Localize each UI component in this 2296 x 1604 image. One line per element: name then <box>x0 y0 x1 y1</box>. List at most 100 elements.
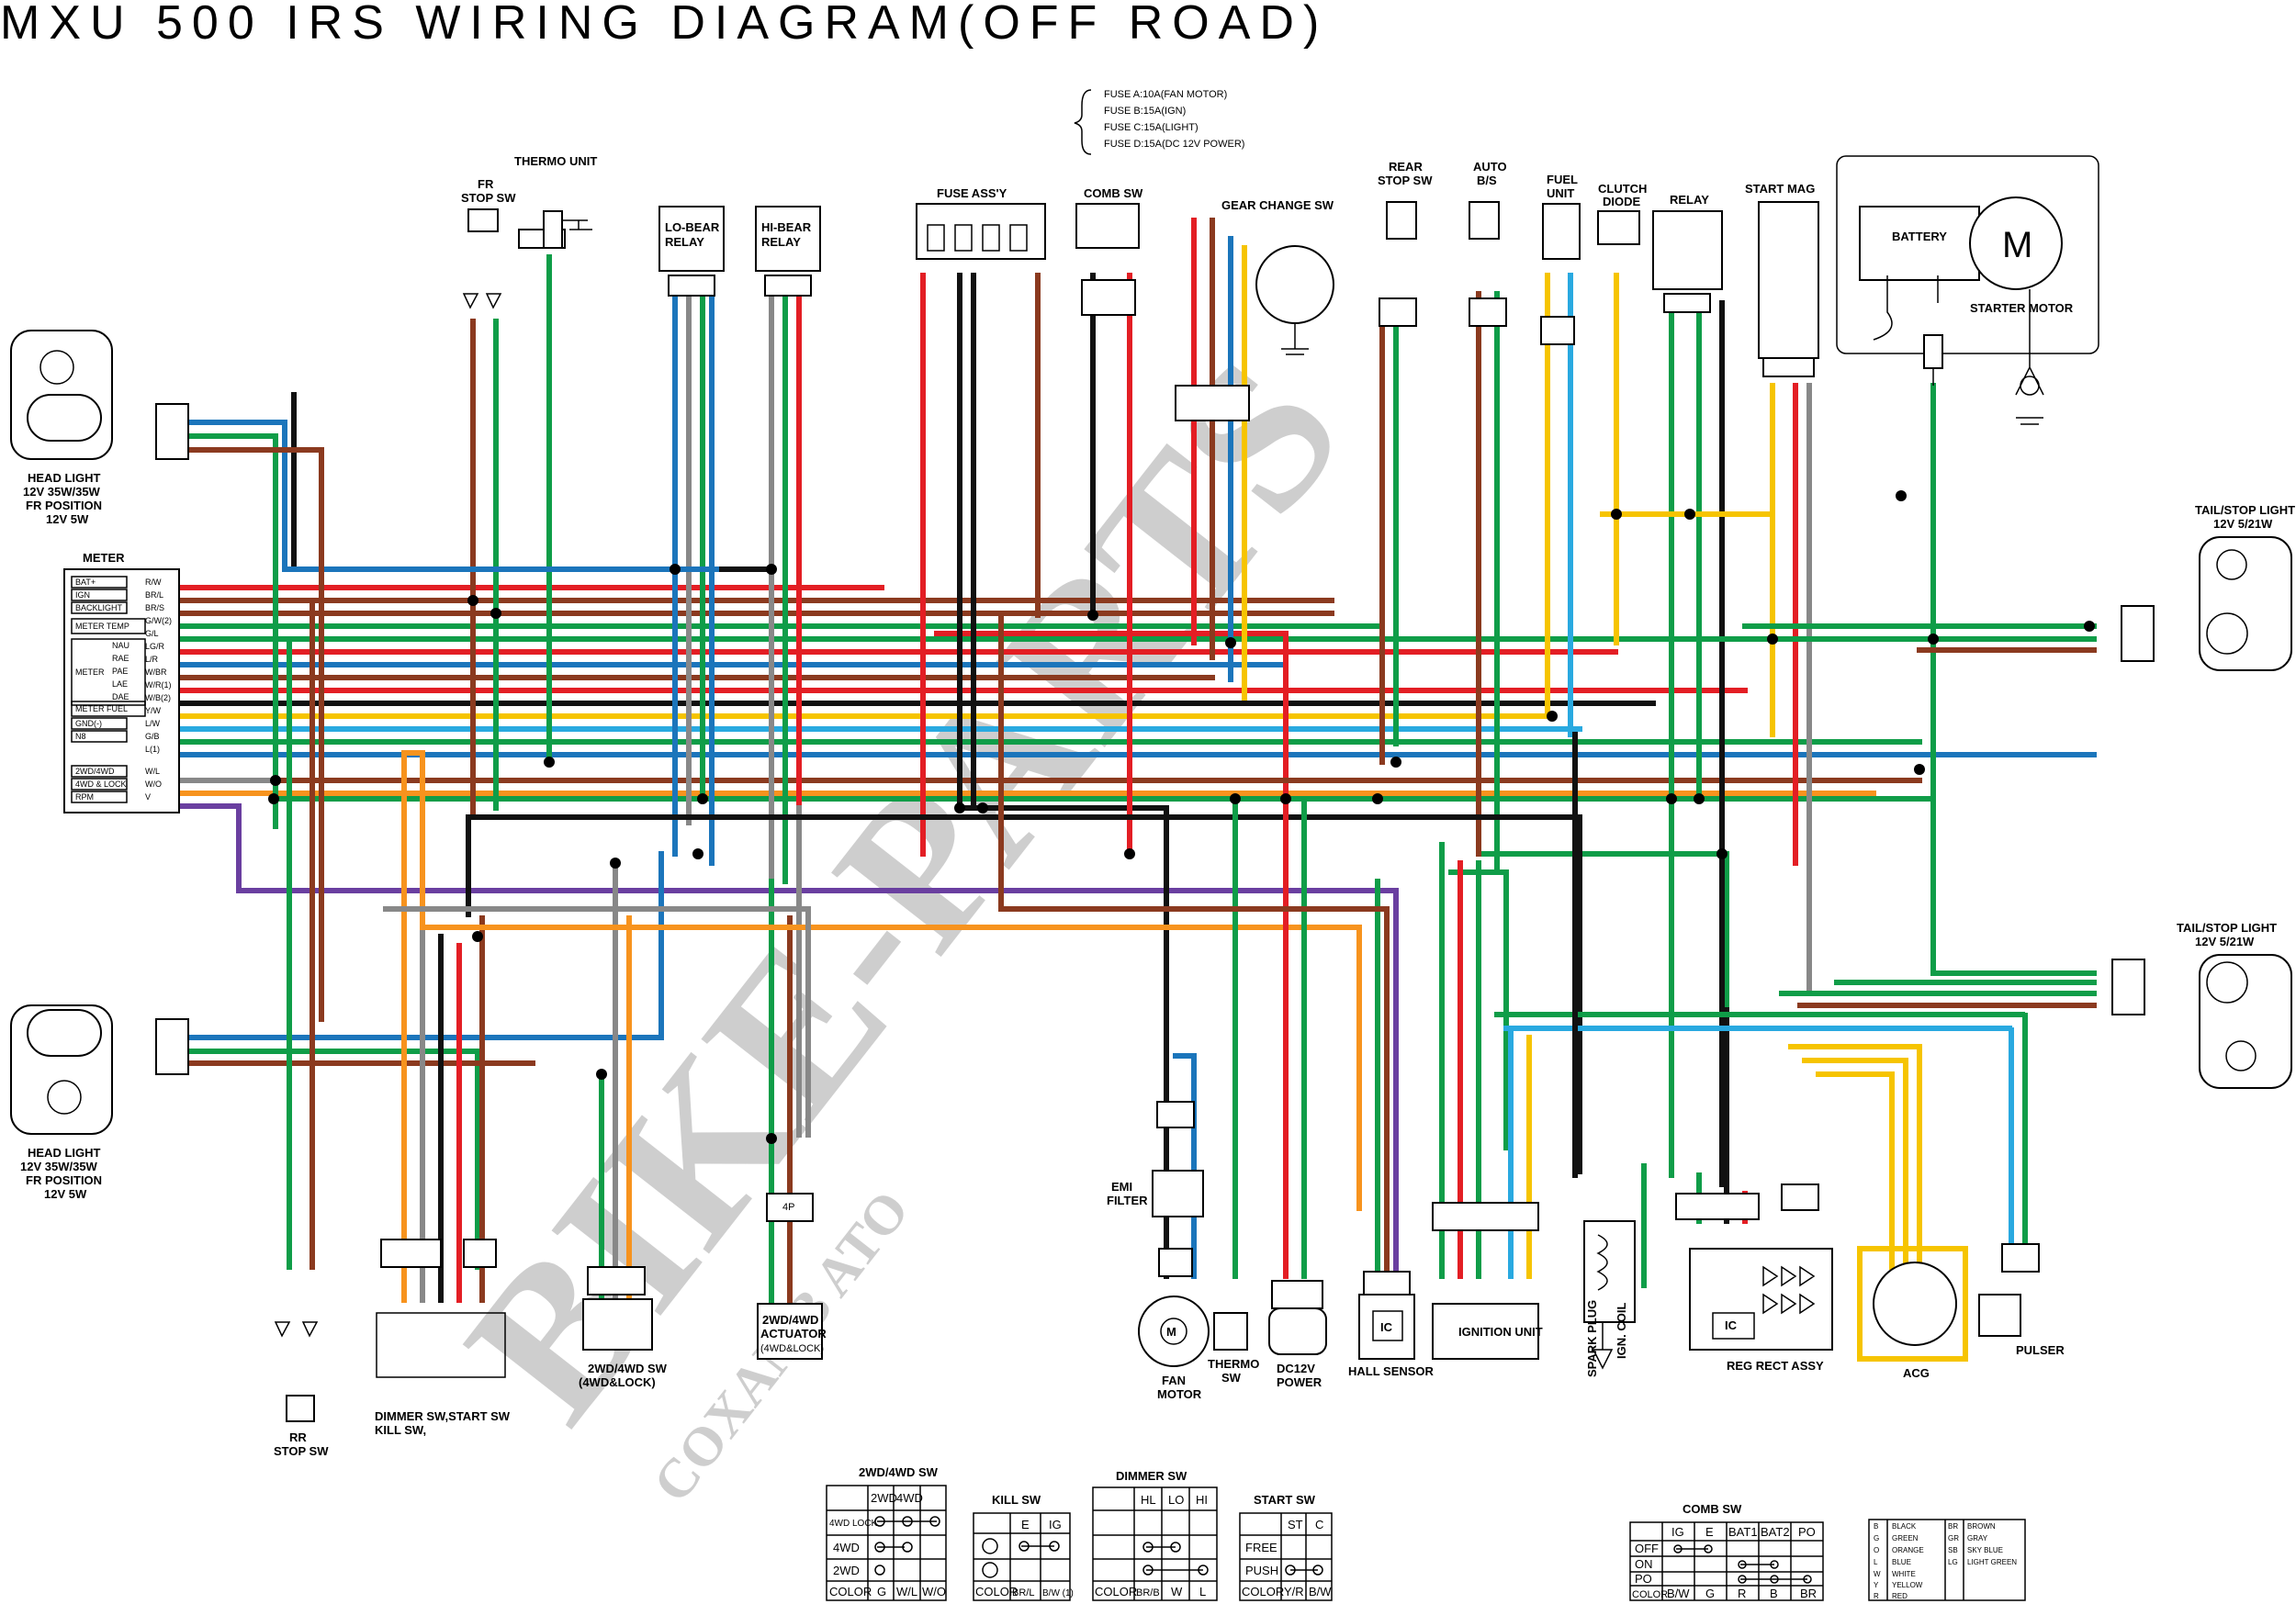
table-comb-color-5: BR <box>1800 1587 1817 1600</box>
meter-row-bat: BAT+ <box>75 578 96 587</box>
table-dimmer-color-1: BR/B <box>1136 1587 1160 1598</box>
table-kill-color-2: B/W (1) <box>1042 1588 1074 1598</box>
table-comb-row-po: PO <box>1635 1572 1652 1586</box>
rear-stop-sw-line1: REAR <box>1389 160 1423 174</box>
table-comb-row-on: ON <box>1635 1557 1653 1571</box>
key-5-name: YELLOW <box>1892 1581 1923 1589</box>
meter-row-rae: RAE <box>112 654 129 663</box>
table-start-color-1: Y/R <box>1284 1585 1304 1598</box>
table-comb-col-bat2: BAT2 <box>1761 1525 1790 1539</box>
wire-batt-g <box>1930 383 2097 976</box>
auto-bs-line1: AUTO <box>1473 160 1507 174</box>
table-kill-color-1: BR/L <box>1012 1587 1034 1598</box>
table-2wd-4wd-color-1: G <box>877 1585 886 1598</box>
meter-row-2wd: 2WD/4WD <box>75 767 115 776</box>
key-1-name2: GRAY <box>1967 1534 1988 1542</box>
key-3-name: BLUE <box>1892 1558 1911 1566</box>
table-comb-col-ig: IG <box>1671 1525 1684 1539</box>
meter-row-ign: IGN <box>75 590 90 600</box>
hall-sensor-title: HALL SENSOR <box>1348 1364 1435 1378</box>
meter-row-4wdlock: 4WD & LOCK <box>75 780 127 789</box>
meter-row-gnd: GND(-) <box>75 719 102 728</box>
pulser-title: PULSER <box>2016 1343 2065 1357</box>
meter-title: METER <box>83 551 125 565</box>
emi-filter-line2: FILTER <box>1107 1194 1148 1207</box>
tail-light-top-line2: 12V 5/21W <box>2213 517 2273 531</box>
fuse-c-text: FUSE C:15A(LIGHT) <box>1104 122 1199 133</box>
thermo-unit: THERMO UNIT <box>514 154 597 249</box>
key-0-code: B <box>1874 1522 1878 1531</box>
meter-code-4: G/L <box>145 629 159 638</box>
wire-pulser-lw <box>1503 1026 2014 1251</box>
ign-coil-label: IGN. COIL <box>1615 1303 1628 1359</box>
wire-black-trunk <box>962 805 1169 1086</box>
meter-code-0: R/W <box>145 578 162 587</box>
fan-motor-line1: FAN <box>1162 1374 1186 1387</box>
pulser: PULSER <box>1978 1243 2065 1357</box>
table-comb-color-2: G <box>1705 1587 1715 1600</box>
dc12v-power-line2: POWER <box>1277 1375 1322 1389</box>
head-light-top-line3: FR POSITION <box>26 499 102 512</box>
sw-2wd-4wd-line2: (4WD&LOCK) <box>579 1375 656 1389</box>
battery-title: BATTERY <box>1892 230 1947 243</box>
hall-sensor: IC HALL SENSOR <box>1348 1271 1435 1378</box>
meter-row-pae: PAE <box>112 667 128 676</box>
table-kill-col-e: E <box>1021 1518 1030 1531</box>
fuel-unit-line1: FUEL <box>1547 173 1578 186</box>
key-0-code2: BR <box>1948 1522 1958 1531</box>
table-comb-col-bat1: BAT1 <box>1728 1525 1758 1539</box>
thermo-unit-title: THERMO UNIT <box>514 154 597 168</box>
key-2-name2: SKY BLUE <box>1967 1546 2003 1554</box>
table-2wd-4wd-row-lock: 4WD LOCK <box>829 1519 878 1529</box>
tail-light-top: TAIL/STOP LIGHT 12V 5/21W <box>2121 503 2295 671</box>
table-2wd-4wd-color-3: W/O <box>922 1585 946 1598</box>
wire-pulser-g <box>1494 1012 2028 1251</box>
wire-acg-y2 <box>1802 1058 1908 1270</box>
starter-motor-title: STARTER MOTOR <box>1970 301 2074 315</box>
starter-motor-letter: M <box>2002 225 2032 265</box>
key-0-name: BLACK <box>1892 1522 1917 1531</box>
table-kill-color: COLOR <box>975 1585 1018 1598</box>
table-start-row-free: FREE <box>1245 1541 1277 1554</box>
table-dimmer-col-hi: HI <box>1196 1493 1208 1507</box>
hi-beam-relay-line1: HI-BEAR <box>761 220 812 234</box>
key-1-code2: GR <box>1948 1534 1959 1542</box>
table-comb-color-3: R <box>1738 1587 1746 1600</box>
table-dimmer-title: DIMMER SW <box>1116 1469 1187 1483</box>
meter-code-11: L/W <box>145 719 161 728</box>
head-light-bottom-line2: 12V 35W/35W <box>20 1160 98 1173</box>
diagram-title: MXU 500 IRS WIRING DIAGRAM(OFF ROAD) <box>0 0 1328 50</box>
key-1-code: G <box>1874 1534 1879 1542</box>
key-3-name2: LIGHT GREEN <box>1967 1558 2017 1566</box>
hi-beam-relay-line2: RELAY <box>761 235 801 249</box>
meter-code-10: Y/W <box>145 706 162 715</box>
table-comb-row-off: OFF <box>1635 1542 1659 1555</box>
meter-code-7: W/BR <box>145 667 167 677</box>
key-6-name: RED <box>1892 1592 1908 1600</box>
battery: BATTERY <box>1836 155 2099 386</box>
actuator-line2: ACTUATOR <box>760 1327 827 1340</box>
fan-motor-line2: MOTOR <box>1157 1387 1202 1401</box>
meter-row-dae: DAE <box>112 692 129 701</box>
starter-motor: M STARTER MOTOR <box>1969 196 2074 425</box>
meter-code-5: LG/R <box>145 642 165 651</box>
meter-code-8: W/R(1) <box>145 680 172 690</box>
meter-row-rpm: RPM <box>75 792 94 802</box>
relay: RELAY <box>1652 193 1723 313</box>
meter-code-15: W/O <box>145 780 162 789</box>
head-light-top-line4: 12V 5W <box>46 512 89 526</box>
junction-dots <box>268 490 2095 1144</box>
dimmer-sw: DIMMER SW,START SW KILL SW, <box>375 1239 511 1437</box>
fan-motor-letter: M <box>1166 1325 1176 1339</box>
meter-code-2: BR/S <box>145 603 164 612</box>
sw-2wd-4wd: 2WD/4WD SW (4WD&LOCK) <box>579 1266 668 1389</box>
reg-rect-ic: IC <box>1725 1318 1738 1332</box>
meter-row-fuel: METER FUEL <box>75 704 128 713</box>
tail-light-bottom-line1: TAIL/STOP LIGHT <box>2177 921 2277 935</box>
head-light-bottom-line1: HEAD LIGHT <box>28 1146 101 1160</box>
table-dimmer-color-2: W <box>1171 1585 1183 1598</box>
meter-code-16: V <box>145 792 151 802</box>
fr-stop-sw-line1: FR <box>478 177 494 191</box>
wire-hl-top-brb <box>172 447 324 1022</box>
